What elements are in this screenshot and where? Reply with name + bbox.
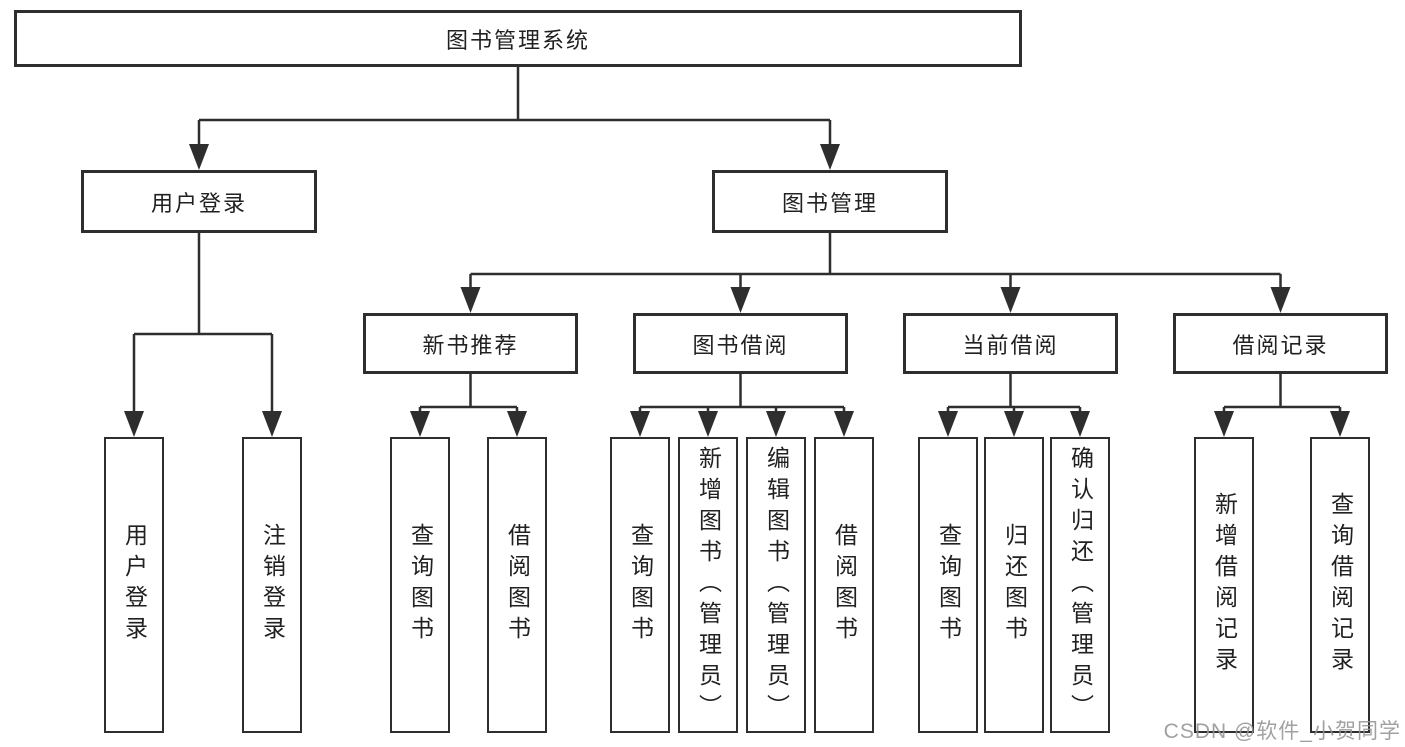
node-book-borrow: 图书借阅 (633, 313, 848, 374)
leaf-label: 确认归还（管理员） (1067, 445, 1094, 725)
arrowhead-icon (189, 144, 209, 170)
leaf-label: 查询图书 (407, 523, 434, 647)
node-label: 用户登录 (150, 190, 247, 216)
node-book-management: 图书管理 (712, 170, 948, 233)
connector-borrow-records-to-leaves (1222, 374, 1342, 414)
arrowhead-icon (938, 411, 958, 437)
connector-book-mgmt-to-level2 (469, 233, 1282, 290)
connector-user-login-to-leaves (132, 233, 274, 414)
leaf-add-borrow-record: 新增借阅记录 (1194, 437, 1254, 733)
leaf-query-books-borrow: 查询图书 (610, 437, 670, 733)
arrowhead-icon (262, 411, 282, 437)
leaf-label: 借阅图书 (504, 523, 531, 647)
arrowhead-icon (730, 287, 751, 313)
arrowhead-icon (410, 411, 430, 437)
node-label: 图书管理 (781, 190, 878, 216)
leaf-label: 查询图书 (627, 523, 654, 647)
leaf-query-books-current: 查询图书 (918, 437, 978, 733)
arrowhead-icon (1270, 287, 1291, 313)
arrowhead-icon (460, 287, 481, 313)
arrowhead-icon (507, 411, 527, 437)
leaf-label: 新增图书（管理员） (695, 445, 722, 725)
arrowhead-icon (820, 144, 840, 170)
leaf-label: 查询借阅记录 (1327, 492, 1354, 678)
connector-new-book-to-leaves (418, 374, 519, 414)
node-label: 图书借阅 (692, 332, 789, 358)
connector-current-borrow-to-leaves (946, 374, 1082, 414)
leaf-label: 编辑图书（管理员） (763, 445, 790, 725)
arrowhead-icon (1330, 411, 1350, 437)
leaf-label: 借阅图书 (831, 523, 858, 647)
leaf-label: 查询图书 (935, 523, 962, 647)
arrowhead-icon (834, 411, 854, 437)
connector-root-to-level1 (197, 67, 832, 147)
leaf-edit-book-admin: 编辑图书（管理员） (746, 437, 806, 733)
leaf-borrow-books-recommend: 借阅图书 (487, 437, 547, 733)
leaf-user-login: 用户登录 (104, 437, 164, 733)
node-label: 当前借阅 (962, 332, 1059, 358)
arrowhead-icon (1004, 411, 1024, 437)
leaf-label: 用户登录 (121, 523, 148, 647)
leaf-label: 注销登录 (259, 523, 286, 647)
node-label: 新书推荐 (422, 332, 519, 358)
node-label: 图书管理系统 (445, 27, 590, 53)
arrowhead-icon (698, 411, 718, 437)
arrowhead-icon (766, 411, 786, 437)
arrowhead-icon (1070, 411, 1090, 437)
leaf-query-books-recommend: 查询图书 (390, 437, 450, 733)
leaf-logout: 注销登录 (242, 437, 302, 733)
arrowhead-icon (1214, 411, 1234, 437)
node-borrow-records: 借阅记录 (1173, 313, 1388, 374)
arrowhead-icon (630, 411, 650, 437)
leaf-borrow-books: 借阅图书 (814, 437, 874, 733)
leaf-confirm-return-admin: 确认归还（管理员） (1050, 437, 1110, 733)
node-new-book-recommend: 新书推荐 (363, 313, 578, 374)
leaf-return-books: 归还图书 (984, 437, 1044, 733)
connector-book-borrow-to-leaves (638, 374, 846, 414)
leaf-label: 归还图书 (1001, 523, 1028, 647)
node-user-login: 用户登录 (81, 170, 317, 233)
leaf-label: 新增借阅记录 (1211, 492, 1238, 678)
arrowhead-icon (1000, 287, 1021, 313)
arrowhead-icon (124, 411, 144, 437)
csdn-watermark: CSDN @软件_小贺同学 (1163, 720, 1401, 743)
leaf-add-book-admin: 新增图书（管理员） (678, 437, 738, 733)
node-label: 借阅记录 (1232, 332, 1329, 358)
node-root-library-system: 图书管理系统 (14, 10, 1022, 67)
leaf-query-borrow-record: 查询借阅记录 (1310, 437, 1370, 733)
node-current-borrow: 当前借阅 (903, 313, 1118, 374)
